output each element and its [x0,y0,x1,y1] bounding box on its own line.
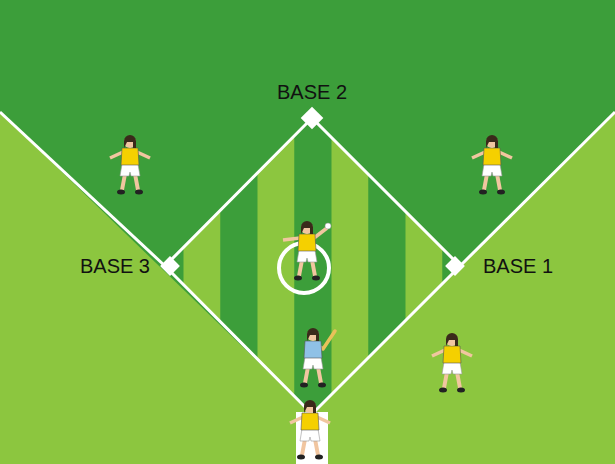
bat [323,331,335,349]
player-head [304,401,316,413]
player-hair [307,328,319,341]
stripe [221,110,258,420]
player-shoe [135,190,143,195]
stripe [406,110,443,420]
stripe [369,110,406,420]
player-leg [305,367,308,383]
player-arm [110,152,123,158]
player-head [307,329,319,341]
player-arm [317,417,330,423]
base-label: BASE 1 [483,256,553,276]
player-shorts [120,164,140,176]
foul-line [0,112,165,266]
player-shoe [297,455,305,460]
player-shirt [301,413,319,430]
player-arm [137,152,150,158]
stripe [295,110,332,420]
player-shirt [304,341,322,358]
player-arm [432,350,445,356]
player-shoe [479,190,487,195]
player-head [124,136,136,148]
player-hair [486,135,498,148]
player-leg [299,260,302,276]
player-shoe [318,383,326,388]
player-leg [497,174,500,190]
player-hair [446,333,458,346]
player-figure [300,328,335,388]
player-head [486,136,498,148]
player-leg [302,439,305,455]
player-figure [432,333,472,393]
player-arm [283,238,300,240]
player-shirt [443,346,461,363]
player-shoe [457,388,465,393]
player-shorts [297,250,317,262]
player-figure [472,135,512,195]
player-shoe [117,190,125,195]
player-arm [290,417,303,423]
player-figure [110,135,150,195]
player-shorts [482,164,502,176]
player-arm [459,350,472,356]
player-arm [499,152,512,158]
player-hair [304,400,316,413]
player-shorts [303,357,323,369]
player-leg [444,372,447,388]
players [110,135,512,460]
player-shorts [442,362,462,374]
player-leg [135,174,138,190]
player-shoe [312,276,320,281]
player-leg [318,367,321,383]
player-leg [312,260,315,276]
stripe [258,110,295,420]
stripe [147,110,184,420]
player-shirt [298,234,316,251]
player-head [301,222,313,234]
second-base [301,107,324,130]
stripe [184,110,221,420]
player-hair [301,221,313,234]
player-arm [314,228,327,238]
player-shirt [483,148,501,165]
player-shoe [315,455,323,460]
player-hair [124,135,136,148]
player-shoe [294,276,302,281]
first-base [445,256,465,276]
player-shorts [300,429,320,441]
player-figure [290,400,330,460]
player-leg [122,174,125,190]
base-label: BASE 2 [277,82,347,102]
player-shirt [121,148,139,165]
player-arm [472,152,485,158]
player-leg [457,372,460,388]
player-leg [484,174,487,190]
base-path [165,118,460,414]
third-base [160,256,180,276]
player-shoe [439,388,447,393]
player-figure [283,221,331,281]
ball [325,223,331,229]
base-label: BASE 3 [80,256,150,276]
player-shoe [300,383,308,388]
foul-line [460,112,615,266]
player-head [446,334,458,346]
player-shoe [497,190,505,195]
player-leg [315,439,318,455]
infield-stripes [147,110,517,420]
